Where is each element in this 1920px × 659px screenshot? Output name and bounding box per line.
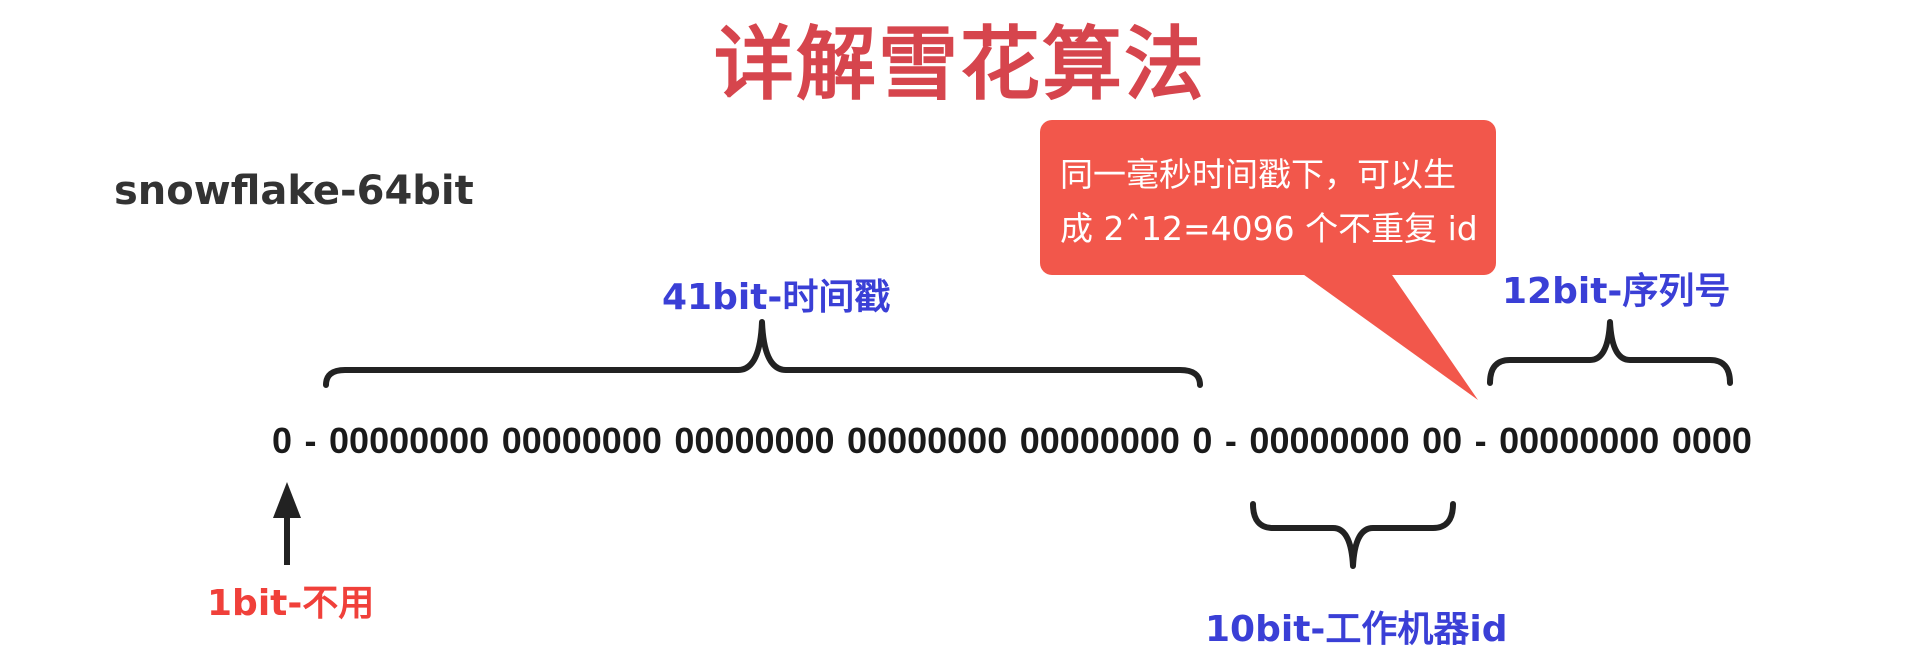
page-title: 详解雪花算法	[714, 18, 1206, 111]
sign-label: 1bit-不用	[207, 583, 375, 624]
timestamp-label: 41bit-时间戳	[662, 277, 891, 318]
sequence-label: 12bit-序列号	[1502, 271, 1731, 312]
timestamp-bits-2: 00000000	[501, 420, 662, 461]
timestamp-bits-6: 0	[1192, 420, 1213, 461]
sign-arrow-head	[273, 482, 301, 518]
timestamp-bits-4: 00000000	[847, 420, 1008, 461]
dash: -	[1224, 420, 1237, 461]
dash: -	[1474, 420, 1487, 461]
timestamp-bits-1: 00000000	[329, 420, 490, 461]
sequence-bits-2: 0000	[1671, 420, 1752, 461]
sequence-brace	[1487, 319, 1733, 386]
sequence-bits-1: 00000000	[1499, 420, 1660, 461]
timestamp-bits-3: 00000000	[674, 420, 835, 461]
callout-tail	[1300, 272, 1478, 400]
callout-line-2: 成 2ˆ12=4096 个不重复 id	[1060, 209, 1478, 248]
machine-bits-2: 00	[1422, 420, 1463, 461]
machine-bits-1: 00000000	[1249, 420, 1410, 461]
dash: -	[304, 420, 317, 461]
timestamp-brace	[323, 319, 1203, 388]
callout-bubble	[1040, 120, 1496, 275]
machine-label: 10bit-工作机器id	[1205, 609, 1508, 650]
sign-bit: 0	[272, 420, 293, 461]
bit-layout: 0 - 00000000 00000000 00000000 00000000 …	[272, 420, 1752, 462]
timestamp-bits-5: 00000000	[1019, 420, 1180, 461]
callout-text: 同一毫秒时间戳下，可以生 成 2ˆ12=4096 个不重复 id	[1060, 148, 1490, 256]
diagram-subtitle: snowflake-64bit	[114, 168, 474, 214]
callout-line-1: 同一毫秒时间戳下，可以生	[1060, 155, 1456, 194]
machine-brace	[1250, 501, 1456, 569]
